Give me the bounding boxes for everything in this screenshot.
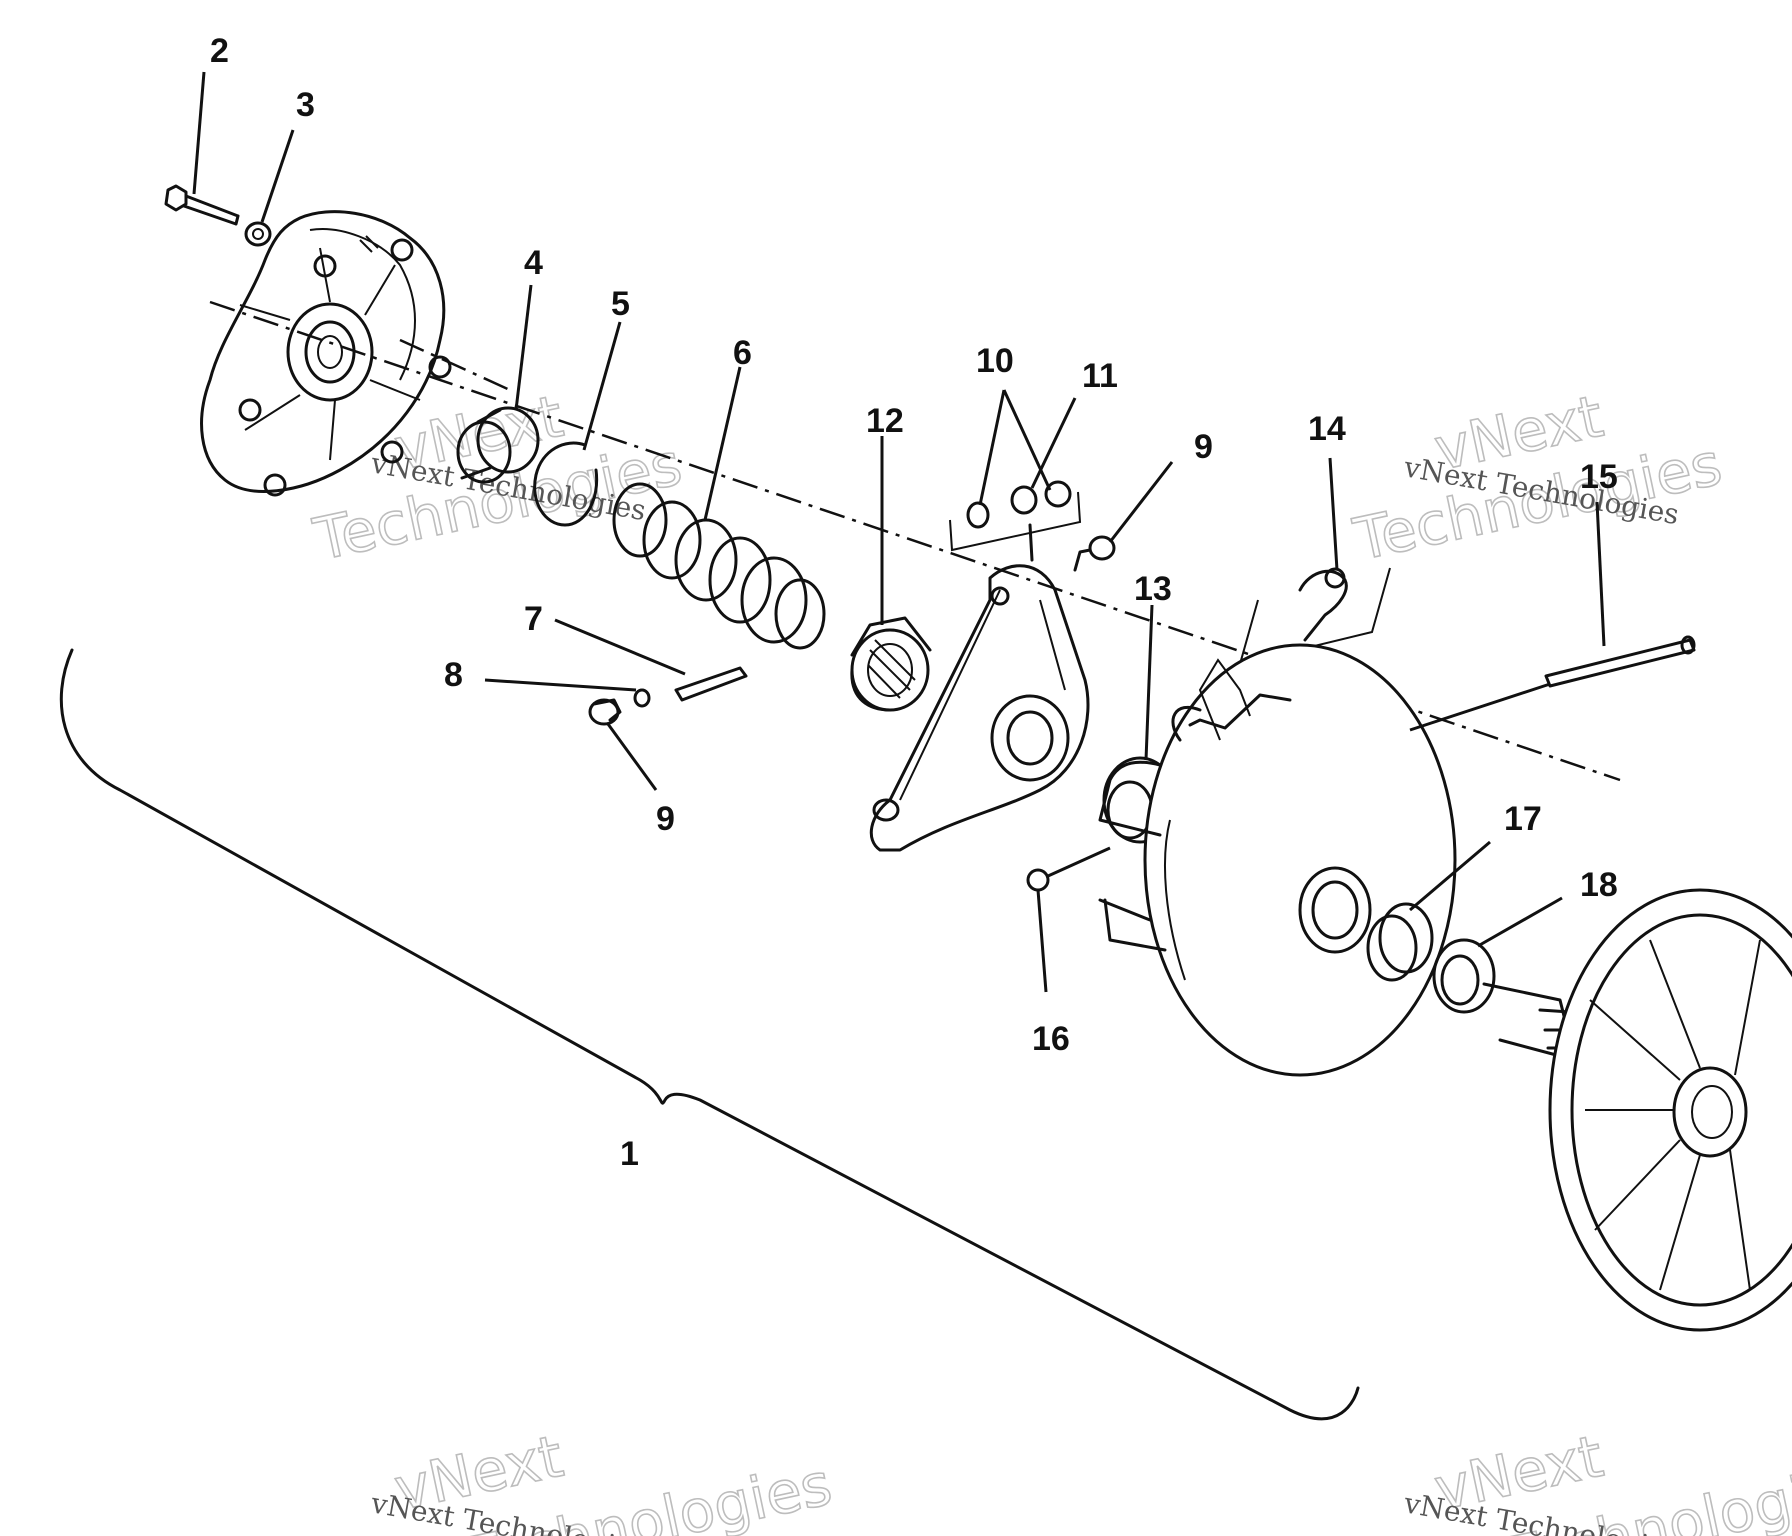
leader-7: [554, 618, 686, 676]
leader-11: [1030, 397, 1077, 489]
part-label-2: 2: [210, 32, 229, 70]
leader-3: [260, 129, 295, 223]
part-9-roller-right: [1088, 535, 1116, 561]
leader-9b: [1108, 461, 1174, 543]
part-7-pin: [674, 666, 748, 702]
leader-13: [1144, 604, 1154, 761]
leader-10b: [1002, 389, 1052, 491]
assembly-brace: [59, 648, 1360, 1421]
fixed-sheave-shaft: [1482, 888, 1792, 1332]
part-10-11-screws: [949, 480, 1082, 562]
part-16-nut: [1026, 868, 1050, 892]
part-label-10: 10: [976, 342, 1014, 380]
part-label-11: 11: [1082, 357, 1118, 395]
part-17-bushing: [1366, 902, 1434, 982]
part-label-9a: 9: [656, 800, 675, 838]
leader-sheave-15: [1409, 682, 1551, 732]
part-label-14: 14: [1308, 410, 1346, 448]
part-18-washer: [1432, 938, 1496, 1014]
leader-16: [1036, 889, 1048, 993]
part-label-4: 4: [524, 244, 543, 282]
part-label-12: 12: [866, 402, 904, 440]
watermark-layer: vNext Technologies vNext Technologies vN…: [307, 381, 1792, 1536]
part-label-1: 1: [620, 1135, 639, 1173]
leader-9a: [606, 723, 658, 791]
part-9-roller-left: [588, 698, 622, 726]
part-8-pin: [633, 688, 651, 708]
part-5-snap-ring: [533, 441, 599, 527]
center-axis-line: [209, 300, 1621, 782]
part-label-9b: 9: [1194, 428, 1213, 466]
leader-18: [1477, 896, 1563, 948]
part-label-13: 13: [1134, 570, 1172, 608]
leader-13-16: [1047, 846, 1111, 878]
part-12-spider-button: [850, 616, 932, 712]
leader-10a: [978, 389, 1006, 506]
part-4-bushing: [456, 406, 540, 484]
leader-15: [1595, 501, 1606, 647]
part-labels: 1 2 3 4 5 6 7 8 9 10 11 12 9 13 14 15 16…: [210, 32, 1618, 1173]
arm-lever: [869, 548, 1092, 852]
leader-17: [1409, 840, 1491, 912]
part-label-17: 17: [1504, 800, 1542, 838]
part-label-3: 3: [296, 86, 315, 124]
part-label-16: 16: [1032, 1020, 1070, 1058]
part-15-pin: [1544, 635, 1696, 688]
leader-14: [1328, 457, 1339, 571]
leader-8: [484, 678, 637, 692]
leader-5: [582, 321, 622, 451]
leader-lines: [192, 71, 1606, 993]
leader-4: [514, 284, 533, 411]
leader-6: [703, 366, 742, 521]
part-label-18: 18: [1580, 866, 1618, 904]
part-label-8: 8: [444, 656, 463, 694]
part-label-15: 15: [1580, 458, 1618, 496]
part-label-5: 5: [611, 285, 630, 323]
part-2-bolt: [164, 184, 240, 226]
axis-line-left: [399, 338, 511, 392]
moveable-sheave: [1098, 643, 1457, 1077]
spider-cover-plate: [200, 210, 452, 497]
part-label-7: 7: [524, 600, 543, 638]
leader-2: [192, 71, 206, 195]
part-label-6: 6: [733, 334, 752, 372]
part-3-washer: [244, 221, 272, 247]
